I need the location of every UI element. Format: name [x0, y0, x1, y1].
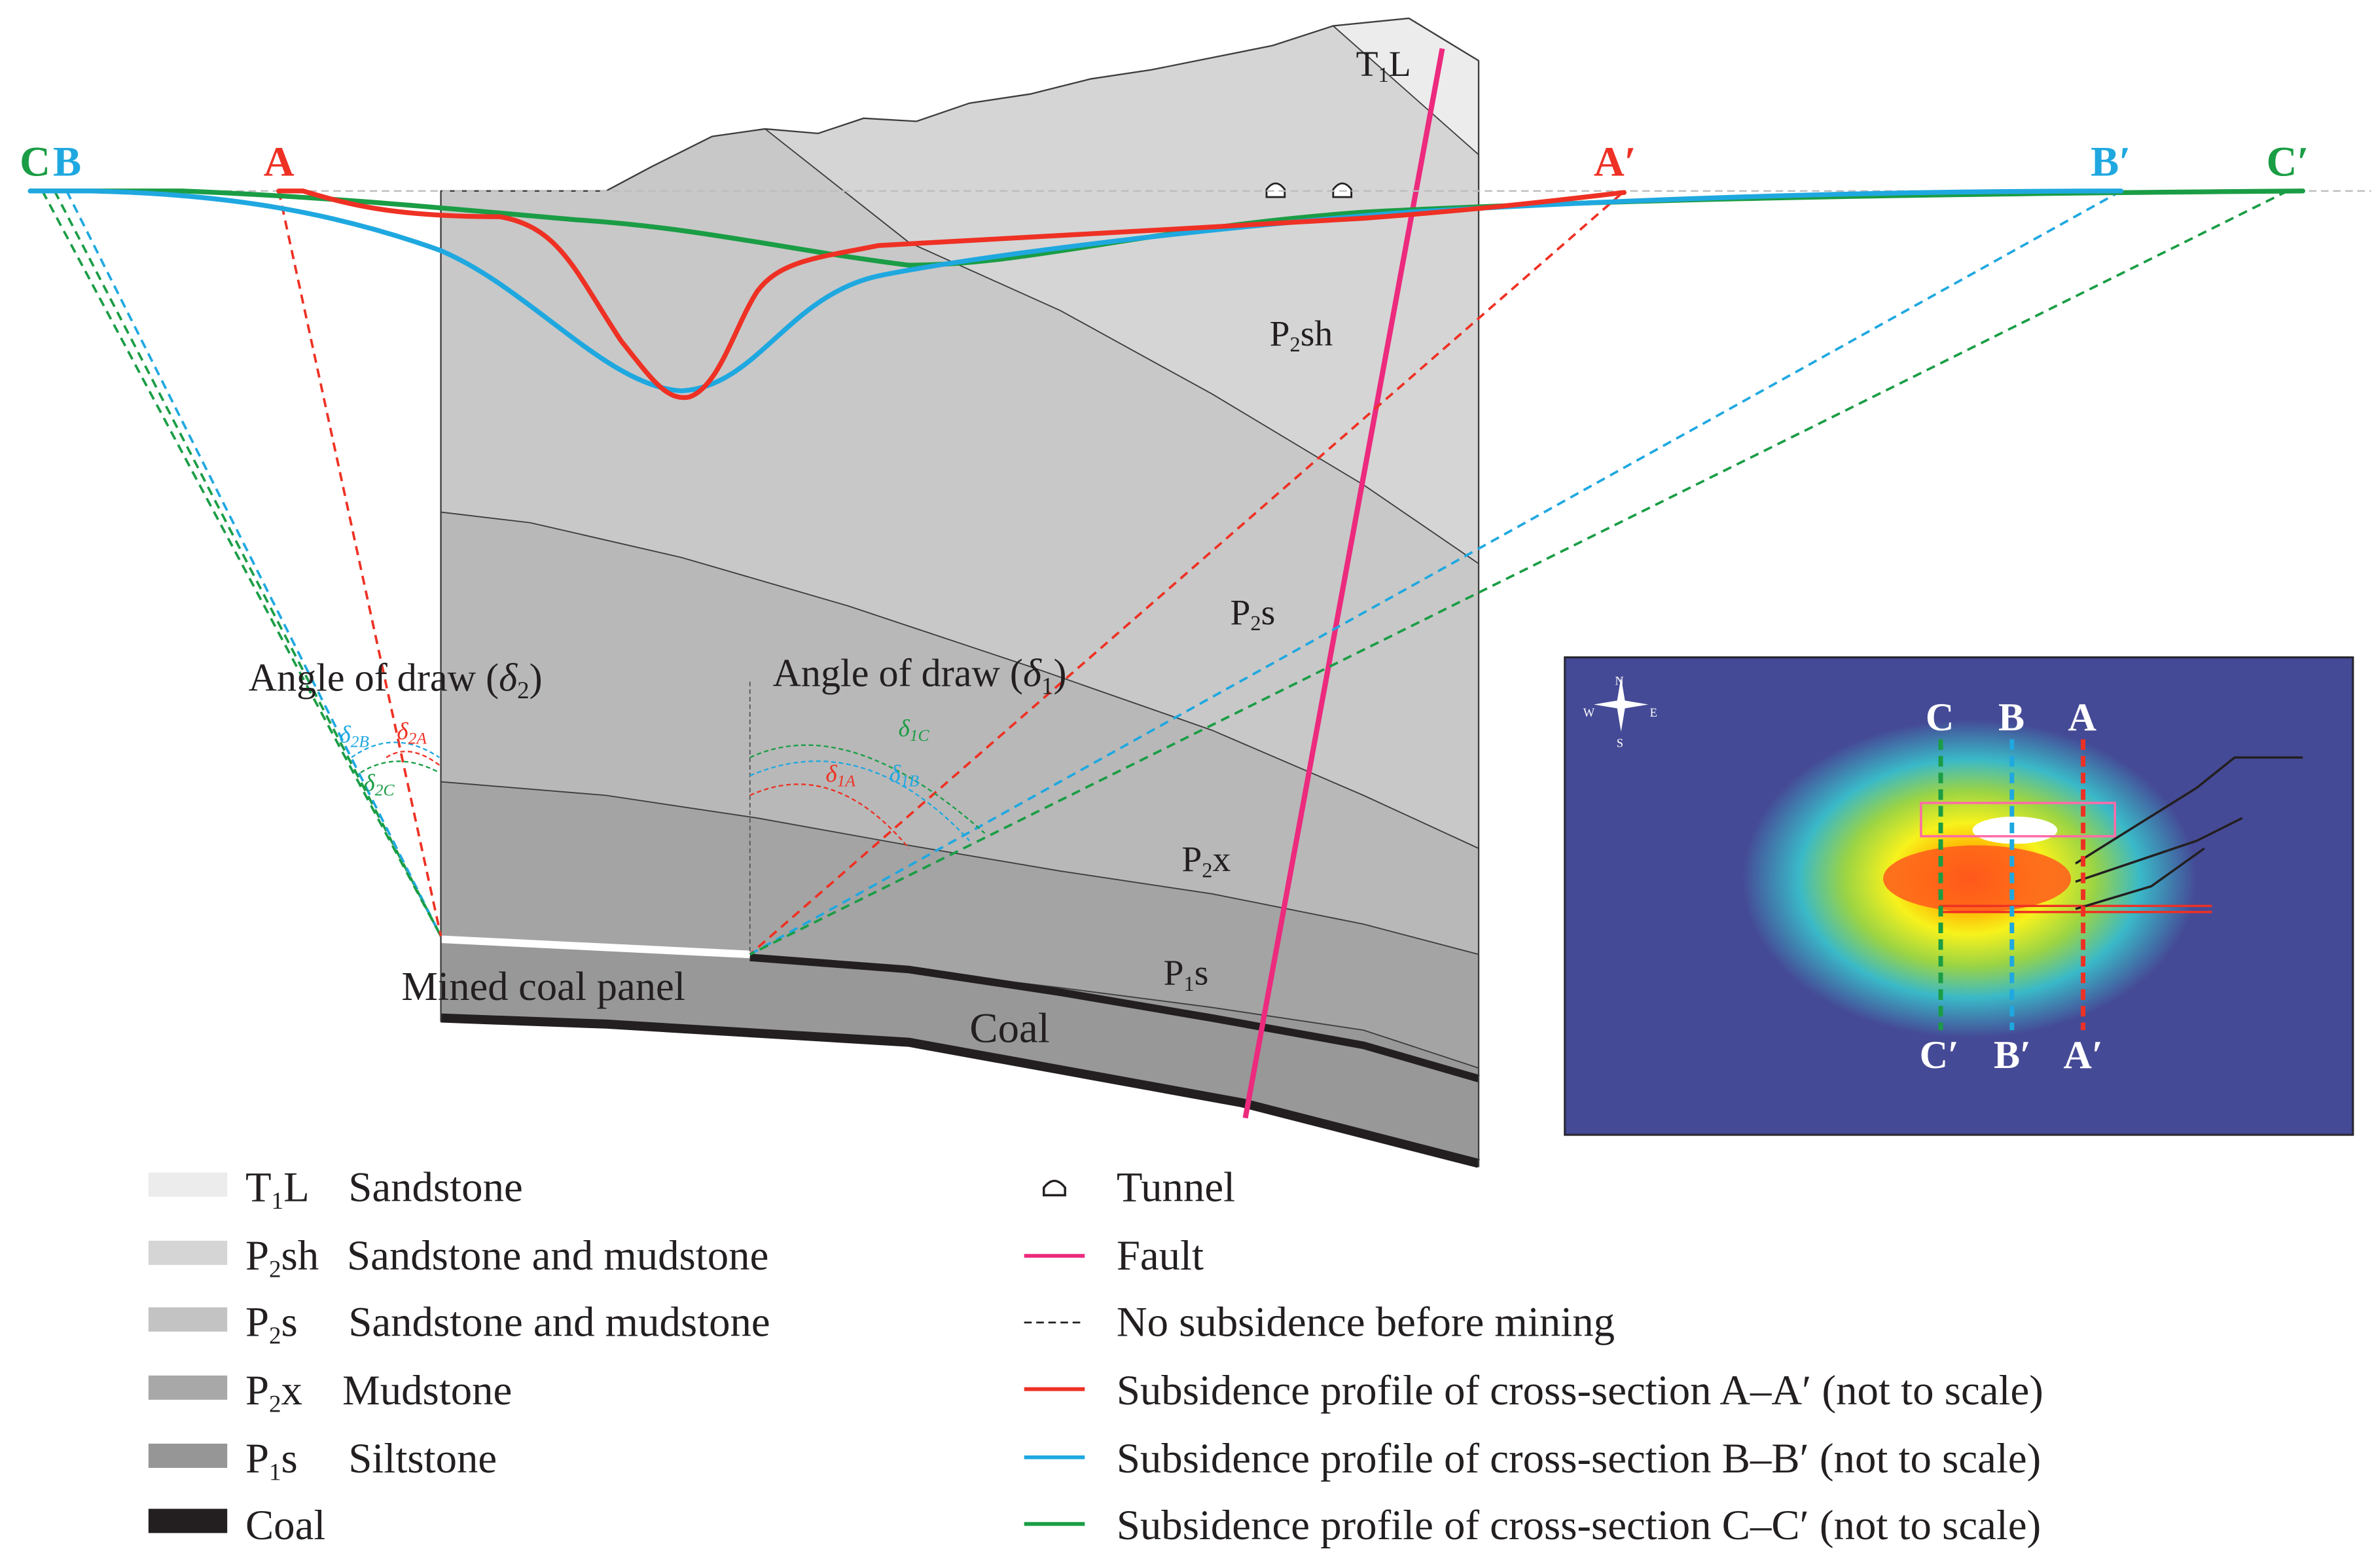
- arc-delta-1a: [749, 783, 910, 849]
- subsidence-profile-a: [276, 188, 1627, 401]
- label-p2sh: P2sh: [1270, 313, 1333, 357]
- legend-swatch-p2sh: [148, 1240, 228, 1265]
- endpoint-a-prime: A′: [1594, 139, 1636, 186]
- draw-line-left-b: [65, 190, 442, 937]
- arc-delta-2b: [351, 741, 440, 758]
- compass-e: E: [1650, 707, 1657, 720]
- inset-panel-box: [1920, 802, 2116, 838]
- compass-n: N: [1615, 675, 1623, 688]
- draw-line-left-a: [278, 190, 442, 937]
- inset-label-a: A: [2068, 696, 2096, 739]
- delta-2a: δ2A: [397, 719, 427, 748]
- legend-swatch-t1l: [148, 1172, 228, 1197]
- label-coal: Coal: [969, 1005, 1049, 1052]
- arc-delta-1b: [749, 760, 971, 842]
- endpoint-b: B: [53, 139, 81, 186]
- fault-line: [1242, 48, 1445, 1119]
- angle-of-draw-right: Angle of draw (δ1): [772, 652, 1066, 700]
- endpoint-a: A: [264, 139, 295, 186]
- coal-seam-base: [441, 1013, 1480, 1168]
- legend-name-p2sh: Sandstone and mudstone: [347, 1232, 768, 1279]
- legend-code-p2x: P2x: [245, 1367, 302, 1418]
- inset-label-c: C: [1926, 696, 1954, 739]
- delta-1b: δ1B: [890, 761, 920, 791]
- delta-1a: δ1A: [825, 761, 855, 791]
- legend-right: Tunnel Fault No subsidence before mining…: [1024, 1164, 2043, 1549]
- compass-s: S: [1617, 737, 1623, 750]
- arc-delta-2a: [386, 751, 440, 766]
- delta-2b: δ2B: [339, 721, 369, 751]
- subsidence-profile-b: [27, 188, 2124, 394]
- label-p1s: P1s: [1164, 953, 1209, 996]
- endpoint-b-prime: B′: [2091, 139, 2131, 186]
- draw-line-right-c: [749, 190, 2288, 956]
- mined-panel: [441, 935, 751, 959]
- legend-left: T1L Sandstone P2sh Sandstone and mudston…: [148, 1164, 770, 1549]
- inset-map: N S E W C B A C′ B′ A′: [1564, 656, 2354, 1136]
- arc-delta-2c: [360, 760, 440, 774]
- draw-line-left-c2: [41, 190, 442, 937]
- legend-profile-b: Subsidence profile of cross-section B–B′…: [1117, 1435, 2041, 1482]
- inset-label-b-prime: B′: [1994, 1033, 2031, 1077]
- inset-label-a-prime: A′: [2064, 1033, 2103, 1077]
- topography-line: [441, 17, 1479, 192]
- compass-rose-icon: N S E W: [1583, 675, 1657, 750]
- delta-2c: δ2C: [364, 770, 395, 799]
- arc-delta-1c: [749, 744, 986, 834]
- legend-swatch-coal: [148, 1508, 228, 1533]
- legend-tunnel: Tunnel: [1117, 1164, 1235, 1211]
- coal-seam: [749, 953, 1480, 1082]
- delta-labels: δ2B δ2A δ2C δ1C δ1A δ1B: [339, 715, 929, 799]
- legend-code-p1s: P1s: [245, 1435, 298, 1486]
- legend-profile-a: Subsidence profile of cross-section A–A′…: [1117, 1367, 2043, 1414]
- delta-1c: δ1C: [899, 715, 930, 745]
- inset-label-c-prime: C′: [1920, 1033, 1959, 1077]
- legend-name-p2s: Sandstone and mudstone: [348, 1299, 770, 1346]
- legend-profile-c: Subsidence profile of cross-section C–C′…: [1117, 1502, 2041, 1549]
- legend-name-p2x: Mudstone: [342, 1367, 512, 1414]
- label-p2s: P2s: [1230, 592, 1275, 635]
- legend-code-t1l: T1L: [245, 1164, 310, 1215]
- inset-label-b: B: [1998, 696, 2024, 739]
- angle-arcs: [351, 741, 986, 849]
- stratum-labels: T1L P2sh P2s P2x P1s Coal: [969, 44, 1411, 1052]
- legend-no-subsidence: No subsidence before mining: [1117, 1299, 1615, 1346]
- legend-swatch-p2x: [148, 1375, 228, 1400]
- endpoint-labels: C B A A′ B′ C′: [20, 139, 2309, 186]
- draw-line-left-c: [53, 190, 442, 937]
- block-outline: [440, 60, 1480, 1167]
- tunnel-icon: [1332, 182, 1353, 198]
- label-p2x: P2x: [1181, 839, 1231, 882]
- compass-w: W: [1583, 707, 1595, 720]
- inset-tunnel-lines: [2075, 756, 2303, 910]
- endpoint-c-prime: C′: [2267, 139, 2309, 186]
- tunnel-icon: [1265, 182, 1286, 198]
- legend-name-p1s: Siltstone: [348, 1435, 497, 1482]
- legend-swatch-p1s: [148, 1444, 228, 1469]
- tunnel-icon: [1043, 1179, 1066, 1197]
- subsidence-profiles: [27, 188, 2305, 401]
- legend-fault: Fault: [1117, 1232, 1204, 1279]
- legend-name-t1l: Sandstone: [348, 1164, 522, 1211]
- angle-of-draw-left: Angle of draw (δ2): [249, 656, 543, 705]
- mined-coal-panel-label: Mined coal panel: [401, 963, 685, 1009]
- legend-swatch-p2s: [148, 1307, 228, 1332]
- legend-name-coal: Coal: [245, 1502, 325, 1549]
- draw-line-right-a: [749, 193, 1622, 955]
- inset-fault-lines: [1939, 904, 2212, 914]
- label-t1l: T1L: [1356, 44, 1411, 87]
- legend-code-p2s: P2s: [245, 1299, 298, 1350]
- endpoint-c: C: [20, 139, 50, 186]
- legend-code-p2sh: P2sh: [245, 1232, 319, 1283]
